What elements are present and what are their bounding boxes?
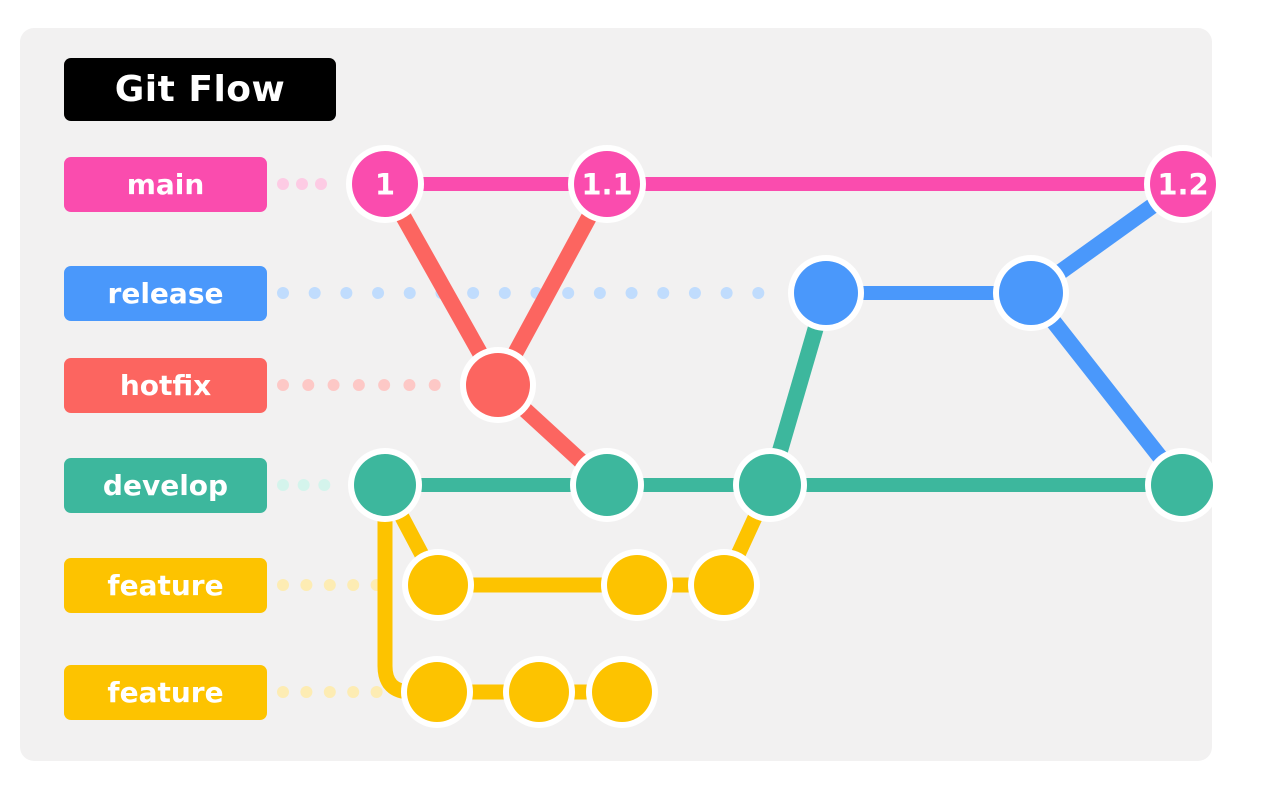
branch-edges <box>377 177 1189 700</box>
lane-dot-release <box>688 287 701 299</box>
lane-dotted-lines <box>277 178 765 698</box>
lane-dot-feature2 <box>323 686 336 698</box>
commit-node-feat2-a[interactable] <box>407 662 467 722</box>
lane-label-release[interactable]: release <box>64 266 267 321</box>
lane-dot-hotfix <box>428 379 441 391</box>
commit-node-main-1-2[interactable] <box>1150 151 1216 217</box>
lane-dot-hotfix <box>352 379 365 391</box>
lane-dot-hotfix <box>327 379 340 391</box>
lane-dot-release <box>657 287 670 299</box>
commit-node-feat2-b[interactable] <box>509 662 569 722</box>
lane-dot-release <box>625 287 638 299</box>
lane-dot-hotfix <box>403 379 416 391</box>
commit-node-main-1[interactable] <box>352 151 418 217</box>
diagram-title-badge: Git Flow <box>64 58 336 121</box>
lane-label-text: hotfix <box>119 368 212 402</box>
lane-label-text: develop <box>102 468 229 502</box>
lane-dot-feature1 <box>300 579 313 591</box>
lane-dot-develop <box>318 479 331 491</box>
lane-dot-develop <box>277 479 289 491</box>
commit-node-develop-3[interactable] <box>739 454 801 516</box>
lane-dot-main <box>315 178 327 190</box>
lane-label-text: feature <box>107 675 224 709</box>
lane-label-text: release <box>107 276 224 310</box>
lane-dot-hotfix <box>302 379 315 391</box>
commit-node-feat2-c[interactable] <box>592 662 652 722</box>
lane-label-main[interactable]: main <box>64 157 267 212</box>
lane-dot-release <box>308 287 321 299</box>
lane-dot-release <box>340 287 353 299</box>
lane-dot-release <box>752 287 765 299</box>
lane-dot-feature2 <box>370 686 383 698</box>
commit-nodes <box>346 145 1222 728</box>
commit-node-release-1[interactable] <box>794 261 858 325</box>
lane-dot-release <box>403 287 416 299</box>
lane-dot-release <box>498 287 511 299</box>
lane-label-feature2[interactable]: feature <box>64 665 267 720</box>
commit-node-hotfix-1[interactable] <box>466 353 530 417</box>
lane-dot-release <box>593 287 606 299</box>
lane-dot-hotfix <box>277 379 289 391</box>
lane-dot-release <box>720 287 733 299</box>
commit-node-develop-1[interactable] <box>354 454 416 516</box>
lane-dot-feature2 <box>277 686 289 698</box>
lane-dot-develop <box>297 479 310 491</box>
lane-label-text: main <box>126 167 205 201</box>
lane-dot-main <box>277 178 289 190</box>
commit-node-release-2[interactable] <box>999 261 1063 325</box>
commit-node-feat1-c[interactable] <box>694 555 754 615</box>
commit-node-feat1-b[interactable] <box>607 555 667 615</box>
lane-dot-release <box>372 287 385 299</box>
lane-dot-release <box>562 287 575 299</box>
lane-dot-feature1 <box>347 579 360 591</box>
lane-dot-feature2 <box>347 686 360 698</box>
lane-label-hotfix[interactable]: hotfix <box>64 358 267 413</box>
page-title: Git Flow <box>114 68 286 110</box>
lane-dot-feature1 <box>323 579 336 591</box>
lane-dot-feature1 <box>277 579 289 591</box>
commit-node-develop-4[interactable] <box>1151 454 1213 516</box>
commit-node-feat1-a[interactable] <box>408 555 468 615</box>
lane-dot-release <box>277 287 289 299</box>
lane-label-feature1[interactable]: feature <box>64 558 267 613</box>
lane-label-text: feature <box>107 568 224 602</box>
lane-dot-feature2 <box>300 686 313 698</box>
branch-edge-release-2-to-develop-4 <box>1024 288 1189 490</box>
lane-dot-release <box>467 287 480 299</box>
commit-node-main-1-1[interactable] <box>574 151 640 217</box>
commit-node-develop-2[interactable] <box>576 454 638 516</box>
lane-dot-hotfix <box>378 379 391 391</box>
lane-dot-main <box>296 178 308 190</box>
lane-label-develop[interactable]: develop <box>64 458 267 513</box>
